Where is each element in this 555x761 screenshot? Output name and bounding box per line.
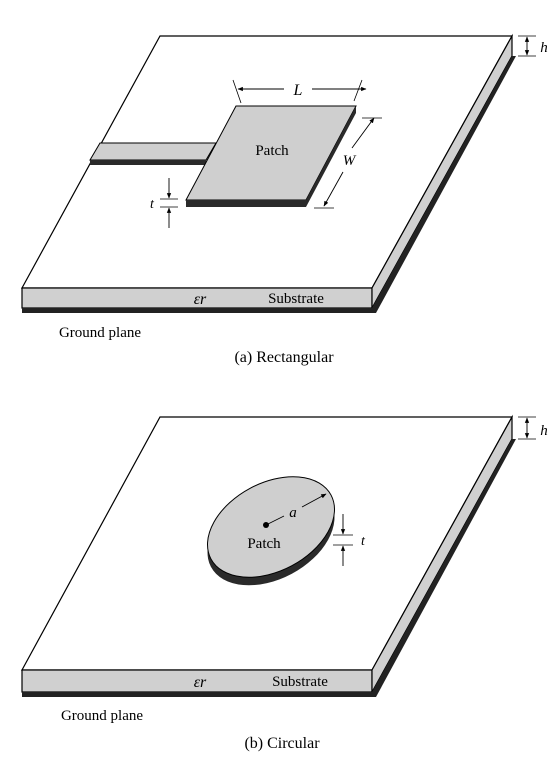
thickness-label: t (361, 534, 366, 549)
length-label: L (293, 82, 303, 99)
ground-plane-right (372, 439, 516, 697)
caption-circular: (b) Circular (244, 735, 320, 752)
ground-plane-label: Ground plane (59, 325, 141, 341)
length-extension-right (353, 79, 363, 102)
radius-arrow (301, 493, 327, 508)
rect-patch-front-side (186, 200, 306, 207)
height-label: h (540, 423, 548, 439)
width-dimension-arrow-top (351, 117, 375, 149)
permittivity-label: εr (194, 291, 207, 308)
length-extension-left (232, 79, 242, 104)
width-label: W (343, 153, 357, 169)
rectangular-antenna: L W t h Patch εr Substrate Ground plane … (20, 33, 548, 366)
height-label: h (540, 40, 548, 56)
substrate-label: Substrate (272, 674, 328, 690)
circular-patch-top (207, 476, 335, 578)
thickness-label: t (150, 197, 155, 212)
feed-line-side (90, 160, 206, 165)
substrate-label: Substrate (268, 291, 324, 307)
rect-patch-right-side (306, 106, 356, 207)
caption-rectangular: (a) Rectangular (234, 349, 334, 366)
patch-label: Patch (247, 536, 281, 552)
width-dimension-arrow-bottom (323, 171, 344, 207)
radius-line (265, 515, 285, 526)
permittivity-label: εr (194, 674, 207, 691)
ground-plane-label: Ground plane (61, 708, 143, 724)
feed-line-top (89, 142, 217, 161)
ground-plane-bottom (22, 692, 372, 697)
circular-antenna: a t h Patch εr Substrate Ground plane (b… (20, 414, 548, 752)
radius-label: a (289, 505, 297, 521)
patch-label: Patch (255, 143, 289, 159)
ground-plane-right (372, 56, 516, 313)
ground-plane-bottom (22, 308, 372, 313)
